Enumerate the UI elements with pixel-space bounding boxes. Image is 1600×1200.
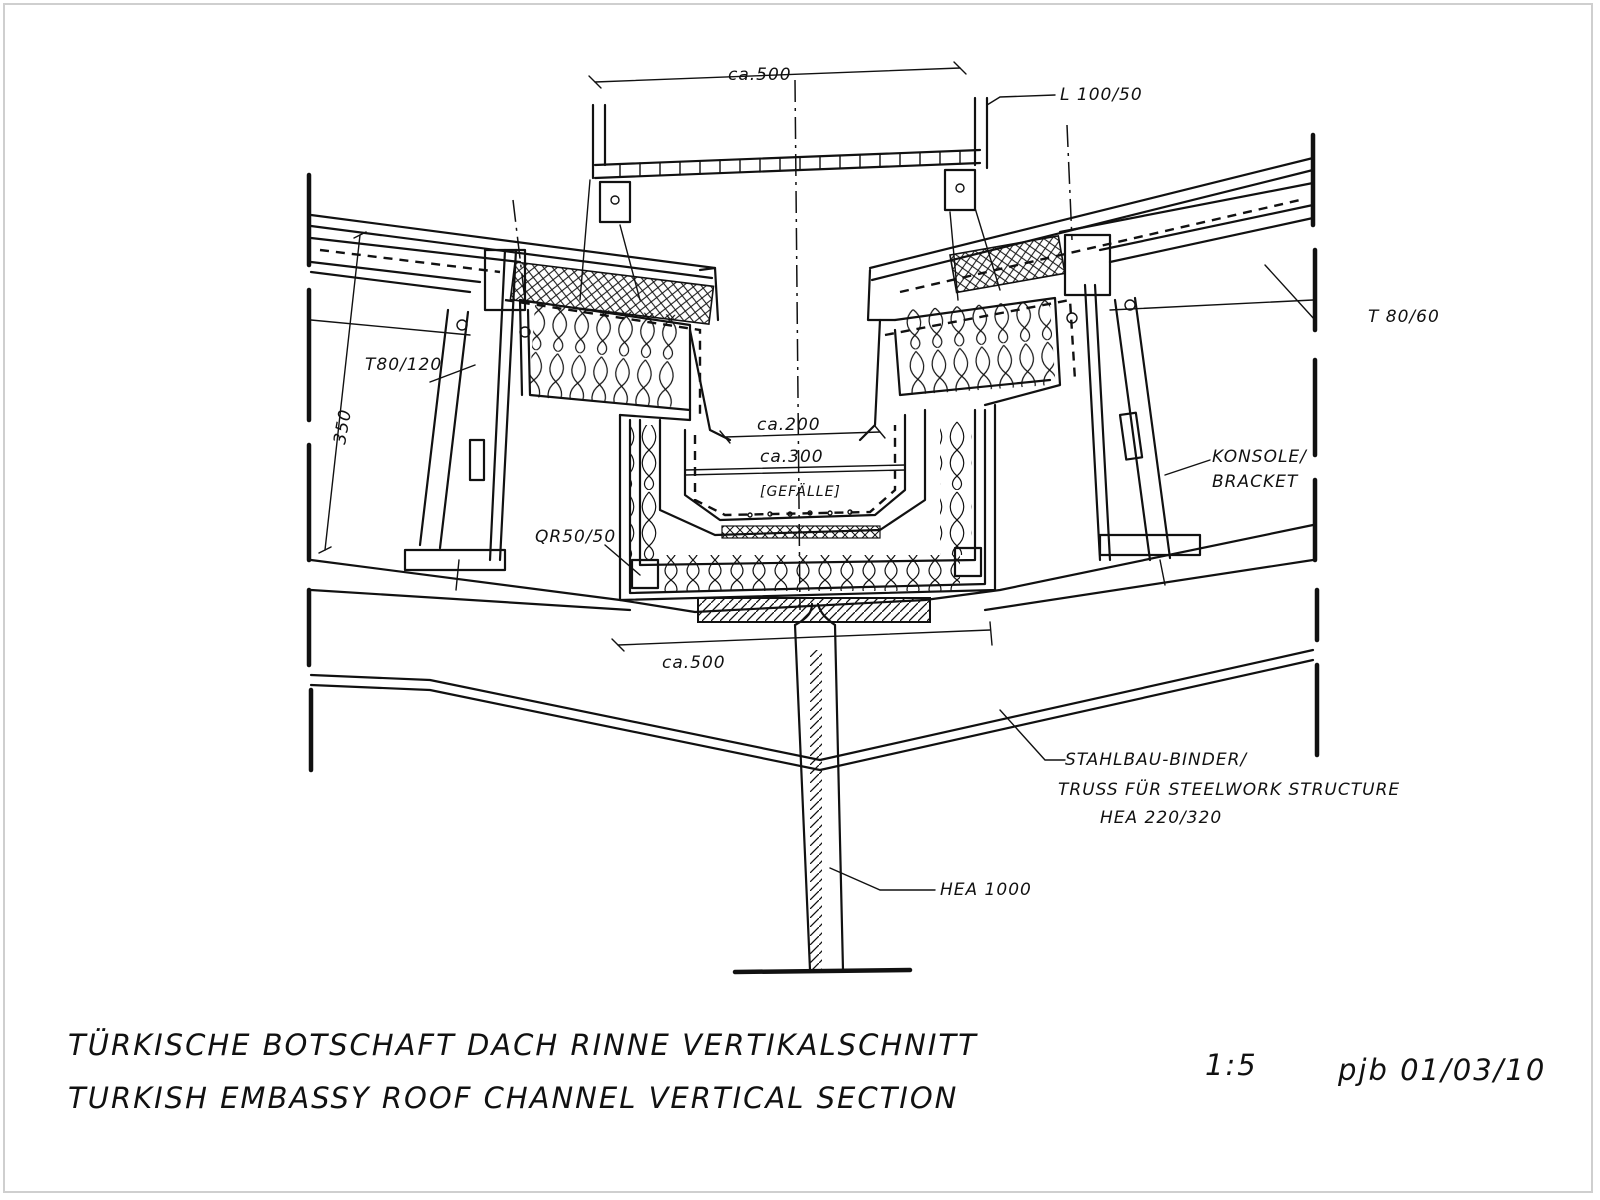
left-insulated-box xyxy=(504,266,732,442)
column-hea-1000 xyxy=(697,597,931,975)
label-inner-300: ca.300 xyxy=(760,447,824,467)
label-truss-2: TRUSS FÜR STEELWORK STRUCTURE xyxy=(1058,778,1400,800)
left-roof-build-up xyxy=(309,213,717,336)
right-roof-build-up xyxy=(868,156,1315,311)
right-axis xyxy=(1066,124,1073,241)
label-qr: QR50/50 xyxy=(535,527,616,547)
label-bottom-width: ca.500 xyxy=(662,653,726,673)
height-dimension xyxy=(318,231,367,554)
label-truss-1: STAHLBAU-BINDER/ xyxy=(1065,750,1248,770)
left-axis xyxy=(512,199,526,301)
label-inner-200: ca.200 xyxy=(757,415,821,435)
top-dimension xyxy=(588,61,967,89)
right-insulated-box xyxy=(858,268,1077,442)
right-bracket xyxy=(1063,233,1202,586)
center-axis xyxy=(794,79,801,611)
label-angle: L 100/50 xyxy=(1060,85,1143,105)
left-bracket xyxy=(403,248,531,591)
label-truss-3: HEA 220/320 xyxy=(1100,808,1222,828)
label-top-width: ca.500 xyxy=(728,65,792,85)
title-signature-date: pjb 01/03/10 xyxy=(1337,1053,1546,1087)
label-t-left: T80/120 xyxy=(365,355,442,375)
leader-lines xyxy=(429,94,1316,891)
bottom-dimension xyxy=(611,621,993,652)
label-column: HEA 1000 xyxy=(940,880,1032,900)
grating-platform xyxy=(579,96,1001,301)
title-english: TURKISH EMBASSY ROOF CHANNEL VERTICAL SE… xyxy=(68,1081,958,1115)
title-scale: 1:5 xyxy=(1205,1048,1258,1082)
gutter-channel xyxy=(618,403,997,602)
label-t-right: T 80/60 xyxy=(1368,307,1440,327)
label-bracket-2: BRACKET xyxy=(1212,472,1299,492)
right-break-lines xyxy=(1310,132,1320,758)
left-break-lines xyxy=(306,172,314,773)
label-bracket-1: KONSOLE/ xyxy=(1212,447,1308,467)
label-height: 350 xyxy=(330,407,356,445)
label-fall: [GEFÄLLE] xyxy=(760,482,841,500)
title-german: TÜRKISCHE BOTSCHAFT DACH RINNE VERTIKALS… xyxy=(68,1028,978,1062)
